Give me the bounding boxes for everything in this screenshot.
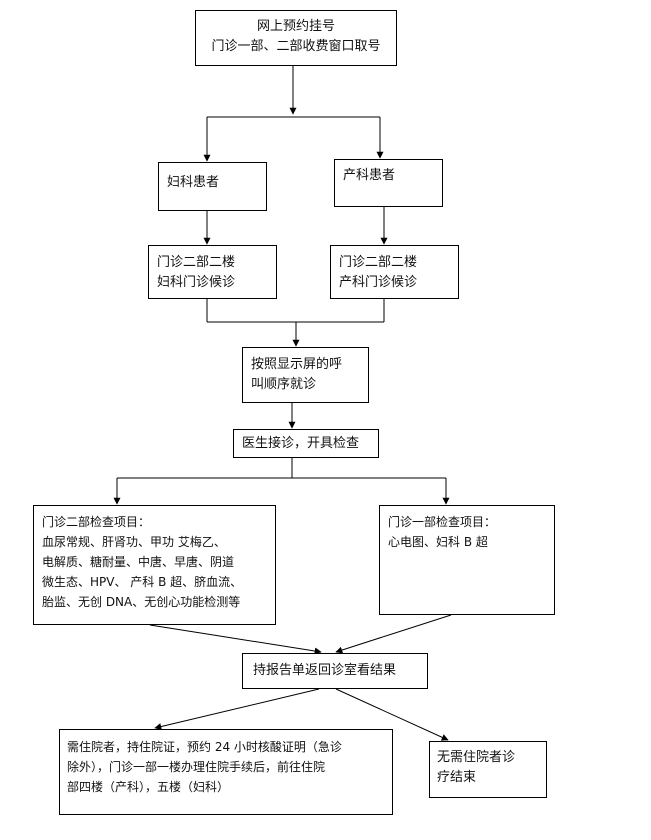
- obstetrics-patient-box: 产科患者: [334, 159, 443, 207]
- inpatient-line-3: 部四楼（产科），五楼（妇科）: [67, 780, 230, 794]
- dept2-exams-line-4: 胎监、无创 DNA、无创心功能检测等: [42, 595, 241, 609]
- edge-report-to-no-inpatient: [335, 688, 449, 741]
- doctor-label: 医生接诊，开具检查: [242, 436, 360, 451]
- gynecology-waiting-box: 门诊二部二楼 妇科门诊候诊: [148, 245, 277, 299]
- no-inpatient-line-2: 疗结束: [437, 770, 477, 785]
- edge-dept1-to-report: [335, 614, 452, 654]
- call-order-box: 按照显示屏的呼 叫顺序就诊: [242, 347, 369, 403]
- obstetrics-waiting-line-1: 门诊二部二楼: [339, 255, 418, 270]
- obstetrics-patient-label: 产科患者: [343, 168, 396, 183]
- gynecology-waiting-line-1: 门诊二部二楼: [157, 255, 236, 270]
- obstetrics-waiting-box: 门诊二部二楼 产科门诊候诊: [330, 245, 459, 299]
- edge-dept2-to-report: [149, 624, 322, 655]
- gynecology-waiting-line-2: 妇科门诊候诊: [157, 275, 236, 290]
- registration-line-2: 门诊一部、二部收费窗口取号: [211, 39, 381, 54]
- dept2-exams-line-1: 血尿常规、肝肾功、甲功 艾梅乙、: [42, 535, 226, 549]
- call-order-line-1: 按照显示屏的呼: [251, 357, 343, 372]
- call-order-line-2: 叫顺序就诊: [251, 377, 317, 392]
- report-label: 持报告单返回诊室看结果: [253, 663, 397, 678]
- registration-line-1: 网上预约挂号: [256, 19, 335, 34]
- dept1-exams-box: 门诊一部检查项目： 心电图、妇科 B 超: [379, 505, 555, 615]
- dept2-exams-box: 门诊二部检查项目： 血尿常规、肝肾功、甲功 艾梅乙、 电解质、糖耐量、中唐、早唐…: [33, 505, 276, 625]
- edge-report-to-inpatient: [154, 688, 320, 730]
- registration-box: 网上预约挂号 门诊一部、二部收费窗口取号: [195, 10, 397, 66]
- dept2-exams-line-3: 微生态、HPV、 产科 B 超、脐血流、: [42, 575, 243, 589]
- dept1-exams-title: 门诊一部检查项目：: [388, 515, 497, 529]
- inpatient-box: 需住院者，持住院证，预约 24 小时核酸证明（急诊 除外），门诊一部一楼办理住院…: [59, 729, 393, 815]
- gynecology-patient-box: 妇科患者: [158, 162, 267, 211]
- gynecology-patient-label: 妇科患者: [167, 175, 220, 190]
- dept2-exams-line-2: 电解质、糖耐量、中唐、早唐、阴道: [42, 555, 235, 569]
- obstetrics-waiting-line-2: 产科门诊候诊: [339, 275, 418, 290]
- no-inpatient-box: 无需住院者诊 疗结束: [429, 741, 547, 798]
- inpatient-line-1: 需住院者，持住院证，预约 24 小时核酸证明（急诊: [67, 740, 342, 754]
- dept1-exams-line-1: 心电图、妇科 B 超: [388, 535, 488, 549]
- dept2-exams-title: 门诊二部检查项目：: [42, 515, 151, 529]
- report-box: 持报告单返回诊室看结果: [242, 653, 428, 689]
- no-inpatient-line-1: 无需住院者诊: [437, 750, 516, 765]
- doctor-box: 医生接诊，开具检查: [233, 429, 379, 458]
- inpatient-line-2: 除外），门诊一部一楼办理住院手续后，前往住院: [67, 760, 326, 774]
